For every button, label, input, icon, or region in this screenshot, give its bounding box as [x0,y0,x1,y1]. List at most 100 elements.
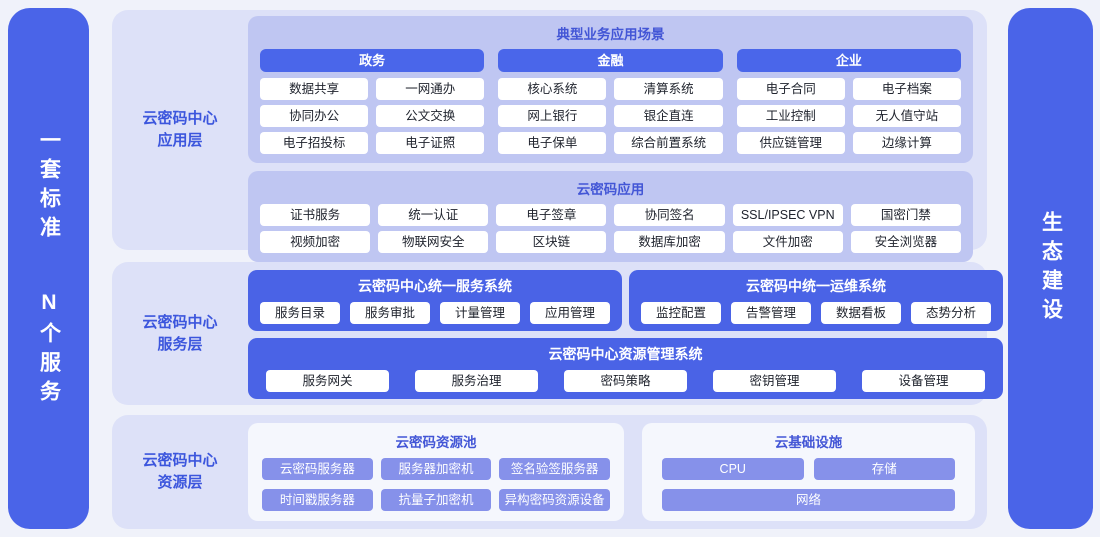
resource-mgmt-system-title: 云密码中心资源管理系统 [548,346,703,362]
unified-ops-system-box: 云密码中统一运维系统 监控配置 告警管理 数据看板 态势分析 [629,270,1003,331]
layer-service-label-line1: 云密码中心 [142,313,218,331]
layer-application-label: 云密码中心 应用层 [112,10,248,250]
scenario-chip: 一网通办 [376,78,485,100]
crypto-app-chip: 视频加密 [260,231,371,253]
resource-chip: 云密码服务器 [262,458,373,480]
service-chip: 态势分析 [911,302,991,324]
resource-mgmt-system-box: 云密码中心资源管理系统 服务网关 服务治理 密码策略 密钥管理 设备管理 [248,338,1003,399]
resource-chip: 时间戳服务器 [262,488,373,511]
unified-ops-system-title: 云密码中统一运维系统 [746,278,886,294]
scenario-chip: 清算系统 [614,78,723,100]
scenario-chip: 无人值守站 [852,105,961,127]
section-business-scenarios: 典型业务应用场景 政务 数据共享 一网通办 协同办公 公文交换 电子招投标 电子… [248,16,973,163]
section-business-scenarios-title: 典型业务应用场景 [556,27,665,42]
scenario-items-finance: 核心系统 清算系统 网上银行 银企直连 电子保单 综合前置系统 [498,78,723,154]
diagram-main: 云密码中心 应用层 典型业务应用场景 政务 数据共享 一网通办 协同办公 公文交… [112,10,1003,529]
scenario-chip: 电子证照 [376,132,485,154]
scenario-chip: 核心系统 [498,78,607,100]
cloud-infrastructure-box: 云基础设施 CPU 存储 网络 [642,423,975,521]
layer-application-label-line1: 云密码中心 [142,110,218,128]
section-crypto-apps: 云密码应用 证书服务 统一认证 电子签章 协同签名 SSL/IPSEC VPN … [248,171,973,262]
layer-resource: 云密码中心 资源层 云密码资源池 云密码服务器 服务器加密机 签名验签服务器 时… [112,415,987,529]
resource-chip: 异构密码资源设备 [499,488,610,511]
scenario-items-enterprise: 电子合同 电子档案 工业控制 无人值守站 供应链管理 边缘计算 [736,78,961,154]
pillar-ecosystem-text: 生态建设 [1039,210,1063,327]
unified-ops-system-items: 监控配置 告警管理 数据看板 态势分析 [641,302,991,324]
scenario-chip: 电子合同 [736,78,845,100]
crypto-app-chip: 统一认证 [378,204,489,226]
scenario-chip: 供应链管理 [736,132,845,154]
layer-service-label-line2: 服务层 [157,335,203,353]
scenario-chip: 银企直连 [614,105,723,127]
scenario-chip: 协同办公 [260,105,369,127]
cloud-infrastructure-title: 云基础设施 [774,435,843,450]
crypto-resource-pool-title: 云密码资源池 [395,435,477,450]
layer-application-content: 典型业务应用场景 政务 数据共享 一网通办 协同办公 公文交换 电子招投标 电子… [248,10,987,262]
cloud-infrastructure-items: CPU 存储 网络 [656,458,961,512]
scenario-chip: 工业控制 [736,105,845,127]
scenario-chip: 电子保单 [498,132,607,154]
pillar-standards-line1: 一套标准 [37,128,61,245]
unified-service-system-box: 云密码中心统一服务系统 服务目录 服务审批 计量管理 应用管理 [248,270,622,331]
scenario-column-finance: 金融 核心系统 清算系统 网上银行 银企直连 电子保单 综合前置系统 [498,49,723,154]
service-chip: 服务治理 [415,370,538,392]
resource-mgmt-system-items: 服务网关 服务治理 密码策略 密钥管理 设备管理 [260,370,991,392]
resource-boxes-row: 云密码资源池 云密码服务器 服务器加密机 签名验签服务器 时间戳服务器 抗量子加… [248,423,975,521]
scenario-chip: 边缘计算 [852,132,961,154]
layer-application: 云密码中心 应用层 典型业务应用场景 政务 数据共享 一网通办 协同办公 公文交… [112,10,987,262]
service-chip: 密码策略 [564,370,687,392]
service-chip: 服务网关 [266,370,389,392]
scenario-items-government: 数据共享 一网通办 协同办公 公文交换 电子招投标 电子证照 [260,78,485,154]
layer-resource-label-line1: 云密码中心 [142,452,218,470]
resource-chip: 抗量子加密机 [380,488,492,511]
unified-service-system-title: 云密码中心统一服务系统 [358,278,512,294]
service-chip: 密钥管理 [713,370,836,392]
layer-service-content: 云密码中心统一服务系统 服务目录 服务审批 计量管理 应用管理 云密码中统一运维… [248,262,1015,405]
layer-service: 云密码中心 服务层 云密码中心统一服务系统 服务目录 服务审批 计量管理 应用管… [112,262,1003,405]
layer-application-label-line2: 应用层 [157,132,203,149]
scenario-header-finance: 金融 [498,49,723,72]
scenario-chip: 电子招投标 [260,132,369,154]
crypto-app-chip: 数据库加密 [614,231,725,253]
scenario-column-government: 政务 数据共享 一网通办 协同办公 公文交换 电子招投标 电子证照 [260,49,485,154]
service-chip: 监控配置 [641,302,721,324]
service-systems-row: 云密码中心统一服务系统 服务目录 服务审批 计量管理 应用管理 云密码中统一运维… [248,270,1003,331]
crypto-app-items: 证书服务 统一认证 电子签章 协同签名 SSL/IPSEC VPN 国密门禁 视… [260,204,961,253]
scenario-chip: 网上银行 [498,105,607,127]
crypto-app-chip: 文件加密 [732,231,843,253]
layer-service-label: 云密码中心 服务层 [112,262,248,405]
service-chip: 服务审批 [350,302,430,324]
scenario-header-government: 政务 [260,49,485,72]
pillar-standards: 一套标准 N个服务 [8,8,89,529]
layer-resource-label: 云密码中心 资源层 [112,415,248,529]
layer-resource-content: 云密码资源池 云密码服务器 服务器加密机 签名验签服务器 时间戳服务器 抗量子加… [248,415,987,529]
section-crypto-apps-title: 云密码应用 [576,182,645,197]
service-chip: 告警管理 [731,302,811,324]
service-chip: 数据看板 [821,302,901,324]
scenario-header-enterprise: 企业 [736,49,961,72]
pillar-standards-line2: N个服务 [37,290,61,409]
pillar-ecosystem: 生态建设 [1008,8,1093,529]
infrastructure-chip: CPU [662,458,804,480]
crypto-app-chip: SSL/IPSEC VPN [732,204,843,226]
crypto-app-chip: 协同签名 [614,204,725,226]
crypto-app-chip: 安全浏览器 [850,231,961,253]
crypto-app-chip: 物联网安全 [378,231,489,253]
crypto-app-chip: 电子签章 [496,204,607,226]
layer-resource-label-line2: 资源层 [157,474,203,491]
crypto-app-chip: 证书服务 [260,204,371,226]
scenario-columns: 政务 数据共享 一网通办 协同办公 公文交换 电子招投标 电子证照 金融 [260,49,961,154]
infrastructure-chip: 网络 [662,488,955,511]
service-chip: 计量管理 [440,302,520,324]
crypto-app-chip: 区块链 [496,231,607,253]
scenario-chip: 电子档案 [852,78,961,100]
unified-service-system-items: 服务目录 服务审批 计量管理 应用管理 [260,302,610,324]
scenario-chip: 公文交换 [376,105,485,127]
service-chip: 服务目录 [260,302,340,324]
crypto-resource-pool-box: 云密码资源池 云密码服务器 服务器加密机 签名验签服务器 时间戳服务器 抗量子加… [248,423,624,521]
service-chip: 应用管理 [530,302,610,324]
scenario-column-enterprise: 企业 电子合同 电子档案 工业控制 无人值守站 供应链管理 边缘计算 [736,49,961,154]
resource-chip: 签名验签服务器 [499,458,610,480]
infrastructure-chip: 存储 [813,458,955,480]
service-chip: 设备管理 [862,370,985,392]
